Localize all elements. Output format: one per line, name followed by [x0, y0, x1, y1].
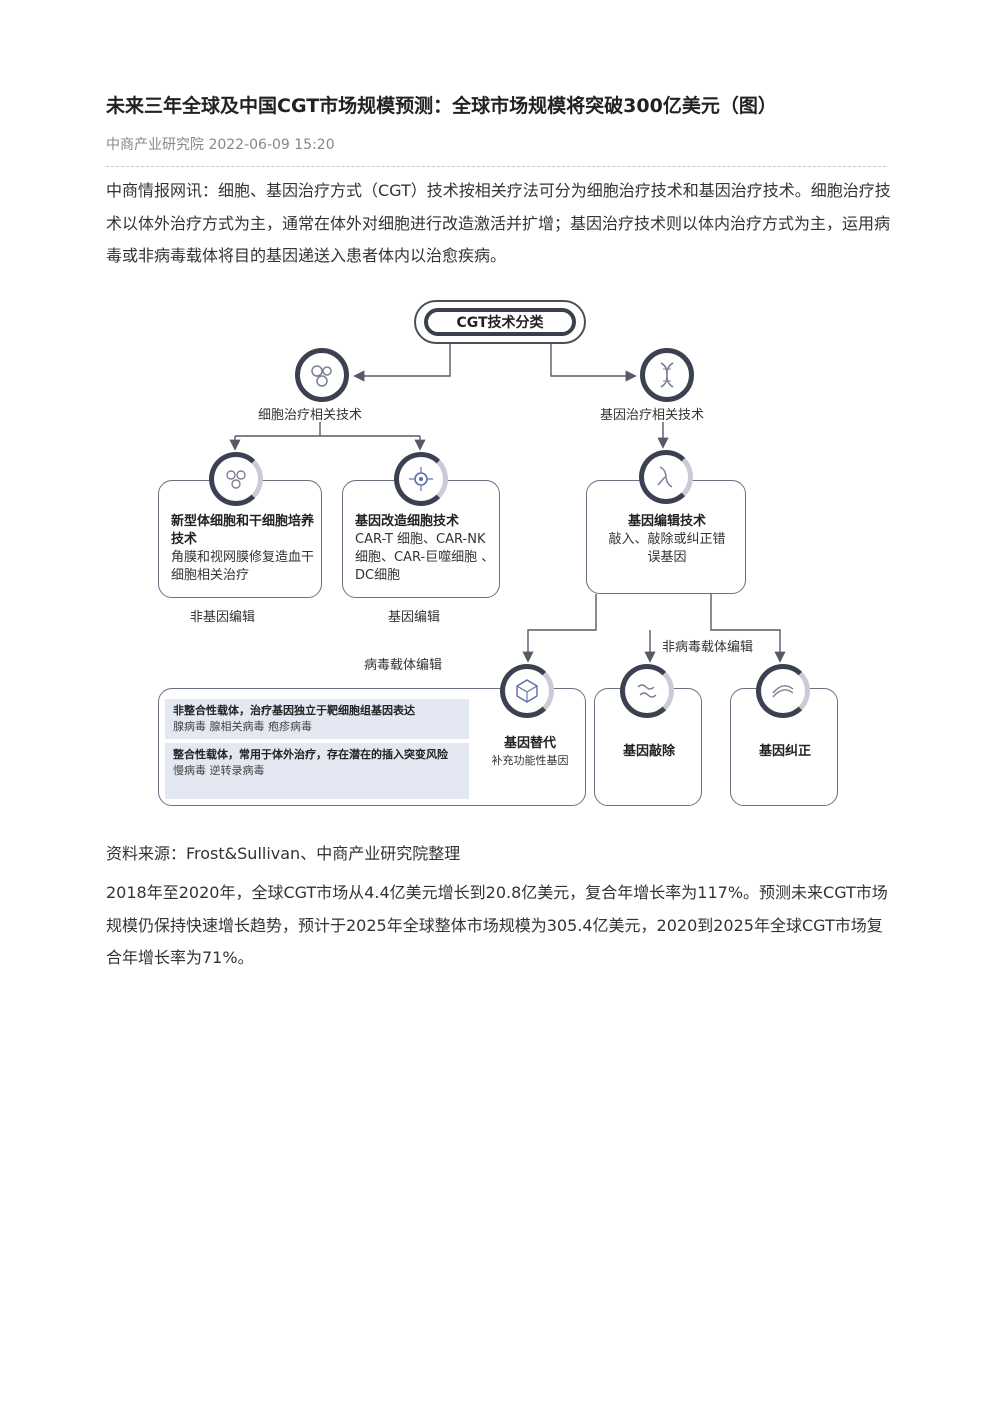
knockout-title: 基因敲除 — [622, 744, 675, 759]
cell-therapy-label: 细胞治疗相关技术 — [258, 408, 363, 423]
band2-title: 整合性载体，常用于体外治疗，存在潜在的插入突变风险 — [173, 748, 448, 761]
box3-text: 敲入、敲除或纠正错误基因 — [608, 532, 726, 565]
article-title: 未来三年全球及中国CGT市场规模预测：全球市场规模将突破300亿美元（图） — [106, 95, 777, 117]
box3-title: 基因编辑技术 — [627, 514, 706, 529]
article-source[interactable]: 中商产业研究院 — [106, 137, 204, 153]
band1-text: 腺病毒 腺相关病毒 疱疹病毒 — [173, 720, 312, 733]
cells-icon — [295, 348, 349, 402]
box2-caption: 基因编辑 — [388, 610, 441, 625]
article-datetime: 2022-06-09 15:20 — [208, 137, 335, 153]
data-source: 资料来源：Frost&Sullivan、中商产业研究院整理 — [106, 844, 461, 863]
article-meta: 中商产业研究院 2022-06-09 15:20 — [106, 136, 335, 154]
box1-title: 新型体细胞和干细胞培养技术 — [171, 514, 315, 547]
divider — [106, 166, 886, 167]
virus-cell-icon — [394, 452, 448, 506]
dna-icon — [640, 348, 694, 402]
root-label: CGT技术分类 — [424, 308, 576, 336]
box-gene-replacement: 非整合性载体，治疗基因独立于靶细胞组基因表达 腺病毒 腺相关病毒 疱疹病毒 整合… — [158, 688, 586, 806]
box1-text: 角膜和视网膜修复造血干细胞相关治疗 — [171, 550, 315, 583]
box1-caption: 非基因编辑 — [190, 610, 256, 625]
band-integrating: 整合性载体，常用于体外治疗，存在潜在的插入突变风险 慢病毒 逆转录病毒 — [165, 743, 469, 799]
diagram-connectors — [229, 342, 786, 663]
box-gene-editing: 基因编辑技术 敲入、敲除或纠正错误基因 — [586, 480, 746, 594]
gene-therapy-label: 基因治疗相关技术 — [600, 408, 705, 423]
correction-icon — [756, 664, 810, 718]
replace-title: 基因替代 — [503, 736, 556, 751]
correction-title: 基因纠正 — [758, 744, 811, 759]
root-node: CGT技术分类 — [414, 300, 586, 344]
viral-vector-label: 病毒载体编辑 — [364, 658, 443, 673]
replace-block: 基因替代 补充功能性基因 — [477, 735, 583, 768]
gene-edit-icon — [639, 450, 693, 504]
box2-title: 基因改造细胞技术 — [355, 514, 460, 529]
paragraph-market: 2018年至2020年，全球CGT市场从4.4亿美元增长到20.8亿美元，复合年… — [106, 883, 888, 967]
band2-text: 慢病毒 逆转录病毒 — [173, 764, 265, 777]
band1-title: 非整合性载体，治疗基因独立于靶细胞组基因表达 — [173, 704, 415, 717]
paragraph-intro: 中商情报网讯：细胞、基因治疗方式（CGT）技术按相关疗法可分为细胞治疗技术和基因… — [106, 181, 891, 265]
cube-icon — [500, 664, 554, 718]
box2-text: CAR-T 细胞、CAR-NK 细胞、CAR-巨噬细胞 、DC细胞 — [355, 532, 495, 583]
replace-text: 补充功能性基因 — [491, 754, 569, 767]
knockout-icon — [620, 664, 674, 718]
nonviral-vector-label: 非病毒载体编辑 — [662, 640, 754, 655]
cgt-classification-diagram: CGT技术分类 细胞治疗相关技术 基因治疗相关技术 新型体细胞和干细胞培养技术 … — [150, 296, 850, 816]
band-non-integrating: 非整合性载体，治疗基因独立于靶细胞组基因表达 腺病毒 腺相关病毒 疱疹病毒 — [165, 699, 469, 739]
cell-culture-icon — [209, 452, 263, 506]
